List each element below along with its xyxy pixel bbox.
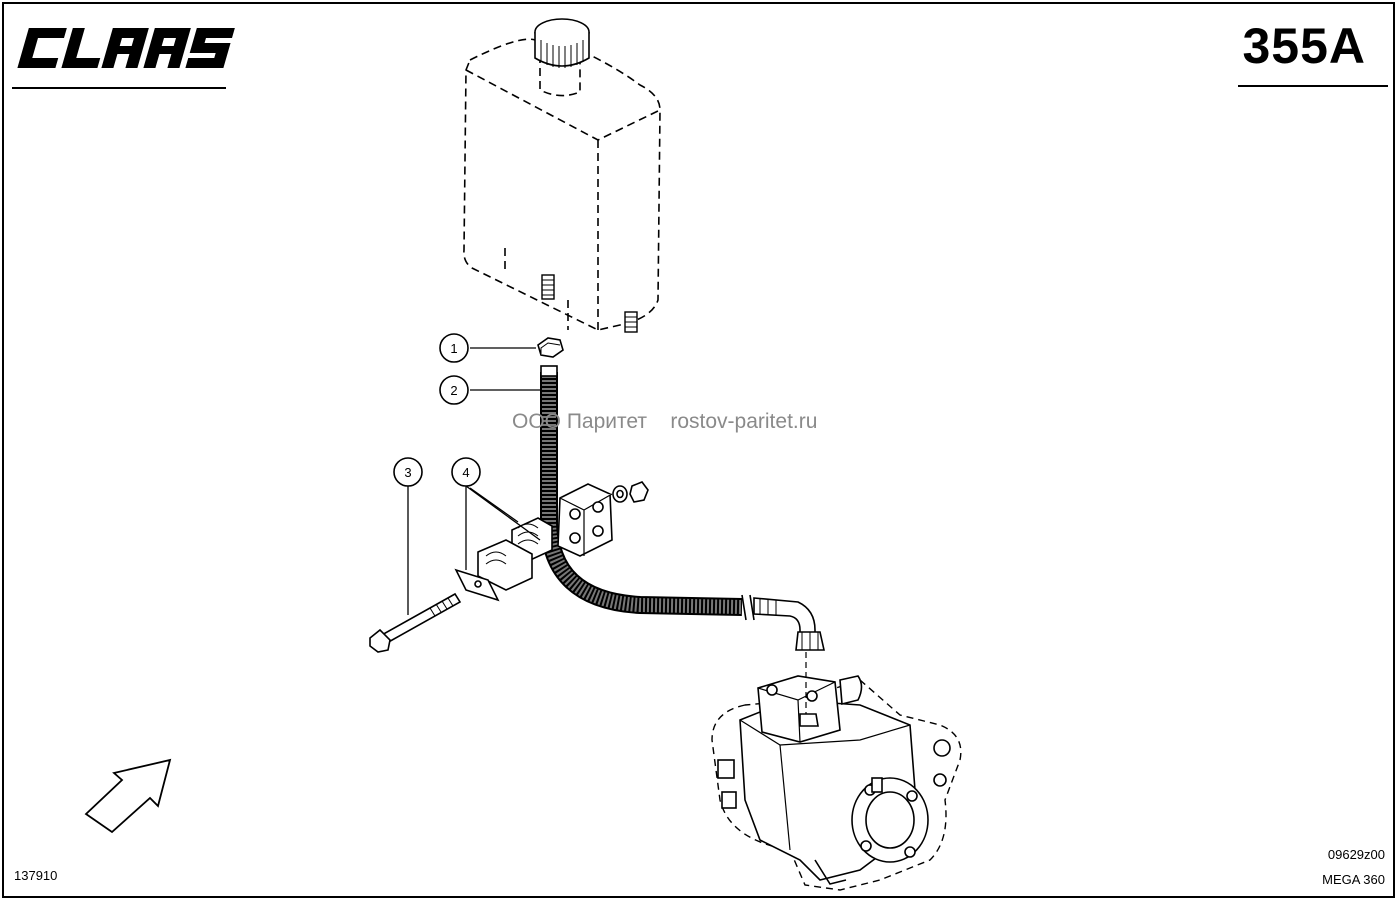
header-rule-left (12, 87, 226, 89)
watermark: ООО Паритет rostov-paritet.ru (512, 410, 817, 434)
callout-4: 4 (451, 457, 481, 487)
oil-tank (463, 38, 661, 331)
callout-2-label: 2 (450, 383, 457, 398)
callout-3: 3 (393, 457, 423, 487)
filler-cap (534, 18, 590, 68)
arrow-down-left-icon (84, 758, 172, 834)
tank-studs (541, 274, 638, 333)
model-name: MEGA 360 (1322, 872, 1385, 887)
drawing-number: 137910 (14, 868, 58, 883)
callout-3-label: 3 (404, 465, 411, 480)
hydraulic-pump-assembly (711, 652, 962, 891)
watermark-company: ООО Паритет (512, 410, 648, 433)
callout-leaders (407, 347, 541, 615)
callout-1: 1 (439, 333, 469, 363)
part-nut (537, 337, 564, 358)
callout-4-label: 4 (462, 465, 469, 480)
callout-1-label: 1 (450, 341, 457, 356)
page-code: 355A (1242, 18, 1366, 74)
callout-2: 2 (439, 375, 469, 405)
part-clamp (454, 481, 649, 602)
claas-logo-icon (17, 28, 235, 68)
image-code: 09629z00 (1327, 847, 1385, 862)
watermark-site: rostov-paritet.ru (670, 410, 818, 433)
header-rule-right (1238, 85, 1388, 87)
part-bolt (369, 592, 462, 653)
